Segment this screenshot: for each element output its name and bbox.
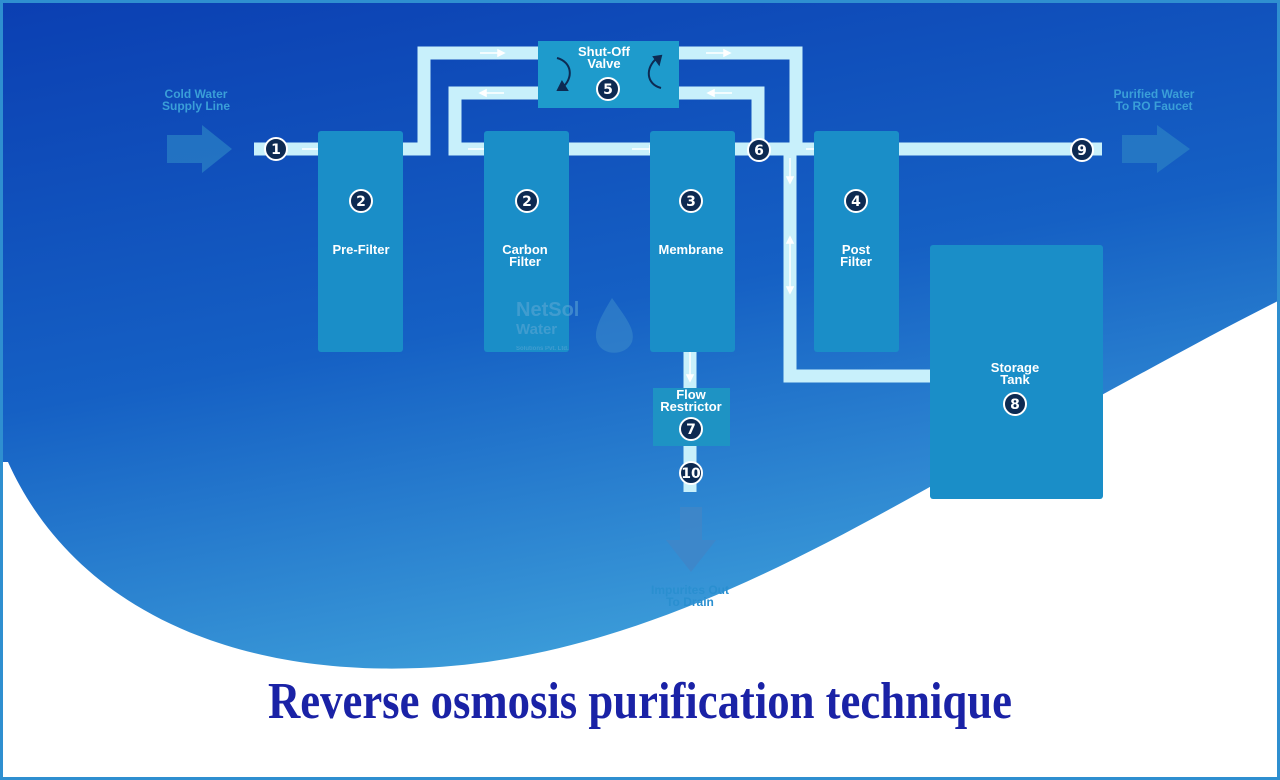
tank-label-line-1: Storage <box>991 360 1039 375</box>
step-7-number: 7 <box>686 422 696 438</box>
step-9-number: 9 <box>1077 143 1087 159</box>
step-3-number: 3 <box>686 194 696 210</box>
drain-label-line-2: To Drain <box>666 595 714 609</box>
netsol-watermark: NetSol Water Solutions Pvt. Ltd. <box>516 298 633 353</box>
drain-label-line-1: Impurites Out <box>651 583 729 597</box>
storage-tank <box>930 245 1103 499</box>
outlet-label-line-1: Purified Water <box>1114 87 1195 101</box>
inlet-label-line-2: Supply Line <box>162 99 230 113</box>
step-10-number: 10 <box>681 466 701 482</box>
page-title: Reverse osmosis purification technique <box>267 673 1013 730</box>
step-1-number: 1 <box>271 142 281 158</box>
step-5-number: 5 <box>603 82 613 98</box>
step-1-marker: 1 <box>264 137 288 161</box>
outlet-label-line-2: To RO Faucet <box>1115 99 1192 113</box>
step-4-marker: 4 <box>844 189 868 213</box>
step-9-marker: 9 <box>1070 138 1094 162</box>
membrane-label: Membrane <box>658 242 723 257</box>
carbon-filter-label-line-1: Carbon <box>502 242 548 257</box>
restrictor-label-line-2: Restrictor <box>660 399 721 414</box>
drain-arrow <box>666 507 716 572</box>
valve-swirl-icon <box>556 54 663 91</box>
step-2b-number: 2 <box>522 194 532 210</box>
carbon-filter-label-line-2: Filter <box>509 254 541 269</box>
membrane-housing <box>650 131 735 352</box>
watermark-line-2: Water <box>516 321 557 338</box>
outlet-arrow <box>1122 125 1190 173</box>
step-2a-marker: 2 <box>349 189 373 213</box>
pre-filter-label: Pre-Filter <box>332 242 389 257</box>
step-10-marker: 10 <box>679 461 703 485</box>
step-7-marker: 7 <box>679 417 703 441</box>
watermark-line-3: Solutions Pvt. Ltd. <box>516 346 569 352</box>
carbon-filter-housing <box>484 131 569 352</box>
step-4-number: 4 <box>851 194 861 210</box>
step-8-marker: 8 <box>1003 392 1027 416</box>
post-filter-housing <box>814 131 899 352</box>
pre-filter-housing <box>318 131 403 352</box>
tank-label-line-2: Tank <box>1000 372 1030 387</box>
inlet-label-line-1: Cold Water <box>165 87 228 101</box>
step-6-number: 6 <box>754 143 764 159</box>
step-2b-marker: 2 <box>515 189 539 213</box>
valve-label-line-2: Valve <box>587 56 620 71</box>
watermark-line-1: NetSol <box>516 299 579 321</box>
step-3-marker: 3 <box>679 189 703 213</box>
restrictor-label-line-1: Flow <box>676 387 706 402</box>
post-filter-label-line-2: Filter <box>840 254 872 269</box>
step-2a-number: 2 <box>356 194 366 210</box>
step-5-marker: 5 <box>596 77 620 101</box>
valve-label-line-1: Shut-Off <box>578 44 631 59</box>
step-8-number: 8 <box>1010 397 1020 413</box>
step-6-marker: 6 <box>747 138 771 162</box>
inlet-arrow <box>167 125 232 173</box>
post-filter-label-line-1: Post <box>842 242 871 257</box>
